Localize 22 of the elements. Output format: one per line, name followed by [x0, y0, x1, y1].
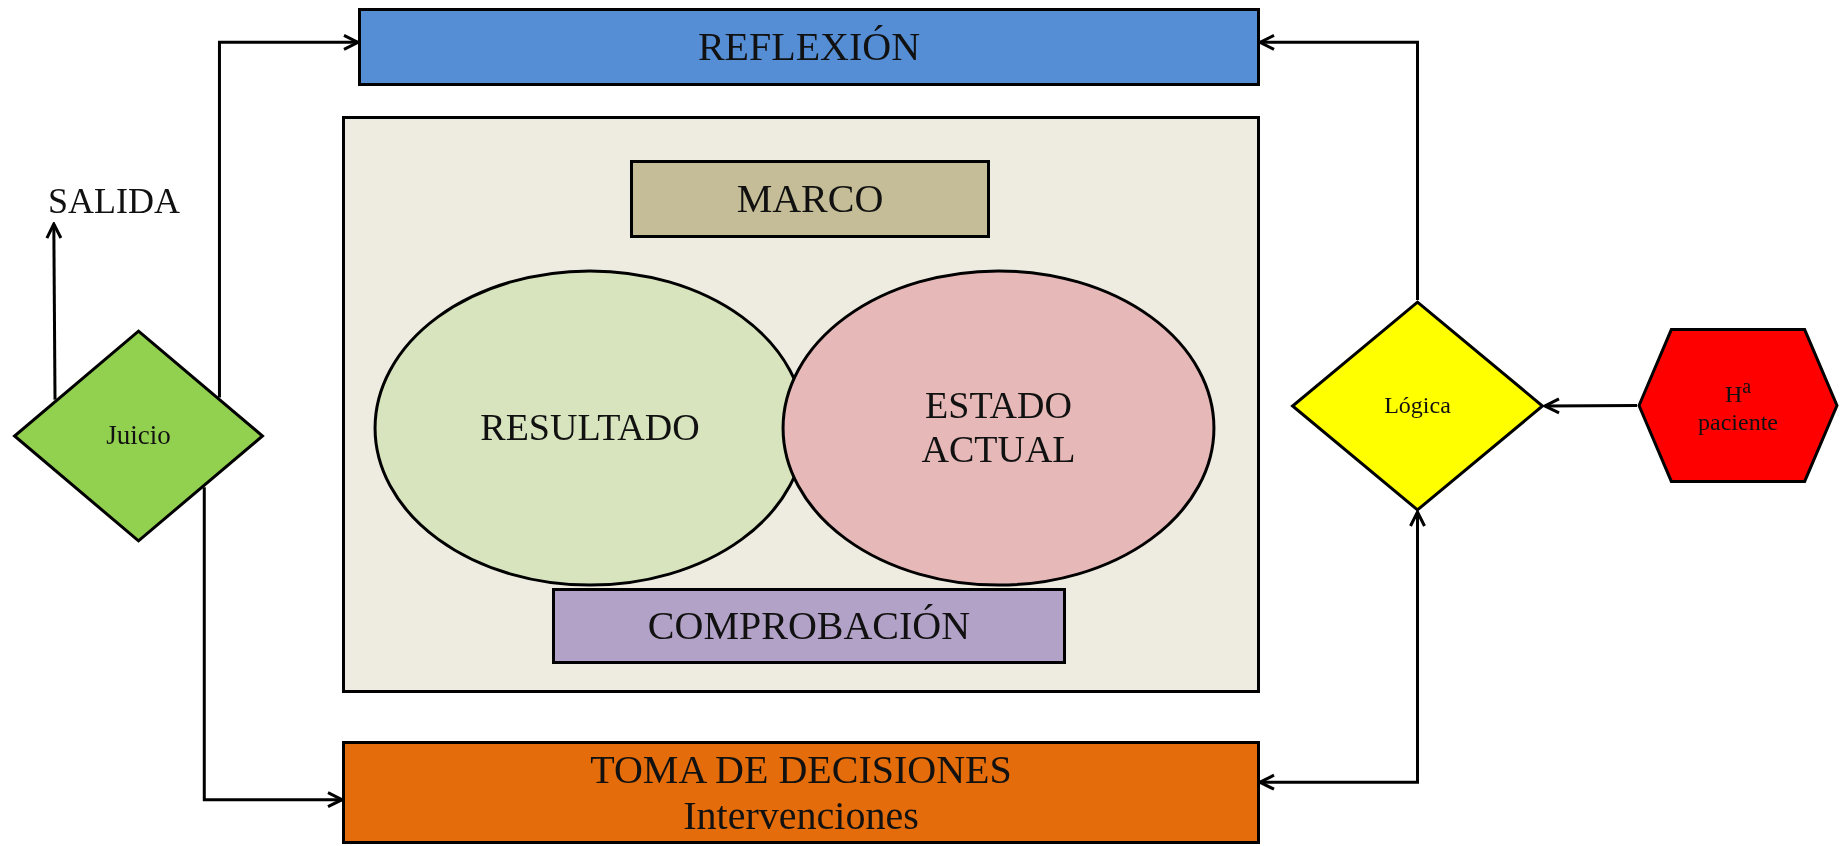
diamond-label: Lógica	[1384, 392, 1451, 420]
panel-background	[342, 116, 1260, 693]
process-box	[630, 160, 990, 238]
box-label: COMPROBACIÓN	[647, 603, 971, 649]
box-label: MARCO	[736, 176, 884, 222]
arrow	[1258, 33, 1419, 300]
process-box	[342, 741, 1260, 844]
process-box	[358, 8, 1260, 86]
ellipse-label: RESULTADO	[480, 406, 700, 450]
output-label: SALIDA	[48, 181, 180, 223]
box-label: REFLEXIÓN	[697, 24, 921, 70]
arrow	[45, 222, 63, 400]
box-label: Intervenciones	[683, 792, 919, 839]
ellipse-label: ESTADO ACTUAL	[920, 384, 1077, 472]
diamond-label: Juicio	[106, 420, 171, 452]
arrow	[1543, 397, 1637, 415]
hexagon-label: H$^{a}$ paciente	[1697, 374, 1779, 437]
arrow	[202, 487, 344, 809]
arrow	[1258, 510, 1426, 791]
process-box	[552, 588, 1066, 664]
box-label: TOMA DE DECISIONES	[590, 746, 1012, 793]
arrow	[217, 33, 360, 398]
